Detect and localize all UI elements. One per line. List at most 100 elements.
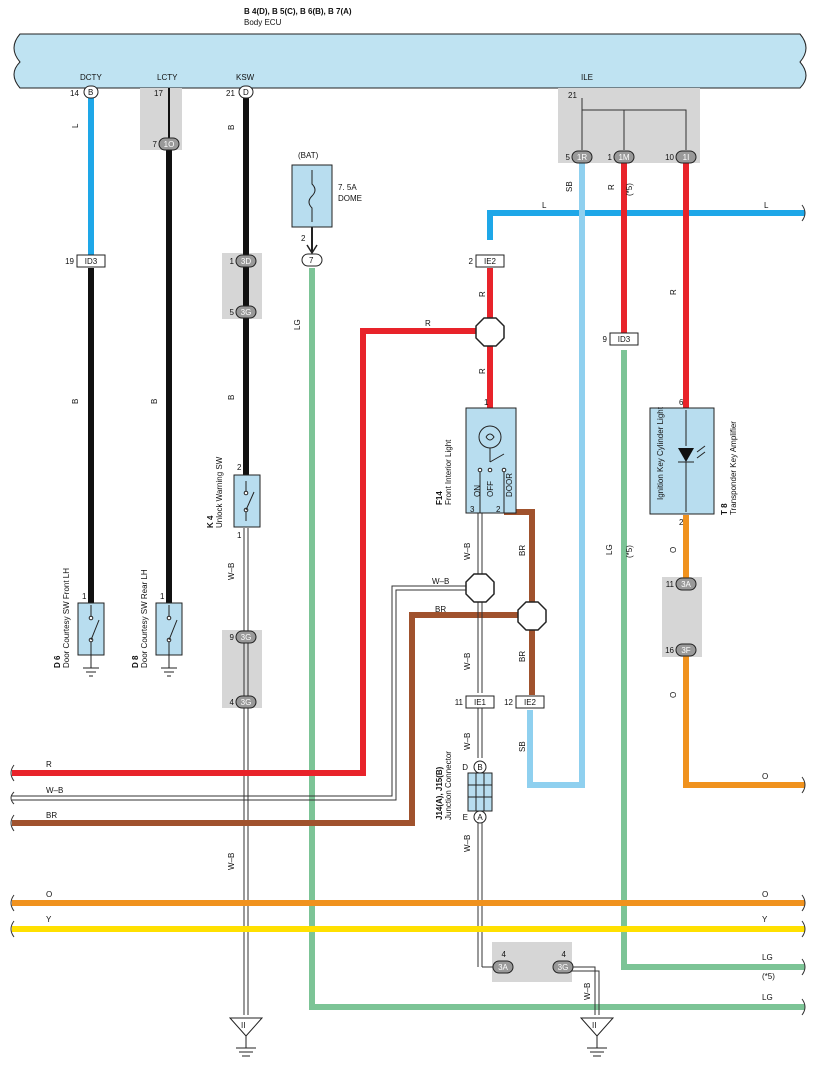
connector-label: 1O	[164, 140, 175, 149]
wire-color-label: R	[46, 760, 52, 769]
t8-id: T 8	[720, 503, 729, 515]
wire-color-label: W–B	[227, 853, 236, 870]
wire-color-label: (*5)	[625, 545, 634, 558]
wire-color-label: O	[46, 890, 52, 899]
f14-pin2: 2	[496, 505, 501, 514]
connector-pin-number: 4	[502, 950, 507, 959]
connector-pin-number: 1	[608, 153, 613, 162]
wire-br-left	[12, 612, 518, 826]
connector-label: 3A	[498, 963, 508, 972]
k4-pin2: 2	[237, 463, 242, 472]
d6-id: D 6	[53, 655, 62, 668]
junction-connector	[467, 772, 493, 812]
wire-sb-lightblue	[527, 162, 585, 788]
wire-color-label: LG	[605, 544, 614, 555]
connector-pin-number: 5	[230, 308, 235, 317]
connector-label: 3F	[681, 646, 690, 655]
junction-wb	[465, 573, 495, 603]
connector-pin-number: 2	[469, 257, 474, 266]
wire-color-label: BR	[518, 651, 527, 662]
connector-pin-number: 4	[230, 698, 235, 707]
ecu-name: Body ECU	[244, 18, 282, 27]
connector-1o: 1O7	[153, 137, 180, 151]
f14-on-label: ON	[473, 485, 482, 497]
connector-label: A	[477, 813, 483, 822]
connector-pin-number: 10	[665, 153, 674, 162]
connector-pin-number: 9	[603, 335, 608, 344]
connector-pin-number: D	[462, 763, 468, 772]
wire-color-label: (*5)	[762, 972, 775, 981]
f14-door-label: DOOR	[505, 473, 514, 497]
fuse-source: (BAT)	[298, 151, 319, 160]
pin-name-ksw: KSW	[236, 73, 255, 82]
connector-3gb: 3G4	[230, 695, 257, 709]
connector-label: 3G	[558, 963, 569, 972]
connector-pin-number: 4	[562, 950, 567, 959]
wire-color-label: LG	[293, 319, 302, 330]
connector-label: 1R	[577, 153, 587, 162]
wire-color-label: Y	[46, 915, 52, 924]
connector-label: ID3	[618, 335, 631, 344]
ecu-bar	[13, 33, 807, 89]
connector-3gc: 3G4	[552, 950, 574, 974]
wire-color-label: W–B	[463, 653, 472, 670]
wire-color-label: L	[542, 201, 547, 210]
ecu-pin-lcty: 17	[154, 89, 163, 98]
f14-off-label: OFF	[486, 481, 495, 497]
wire-color-label: W–B	[463, 835, 472, 852]
d6-pin: 1	[82, 592, 87, 601]
k4-name: Unlock Warning SW	[215, 456, 224, 528]
k4-pin1: 1	[237, 531, 242, 540]
wire-l-blue-top	[487, 210, 805, 240]
t8-name: Transponder Key Amplifier	[729, 421, 738, 515]
wire-color-label: O	[762, 772, 768, 781]
ground-right-label: II	[592, 1021, 596, 1030]
connector-label: B	[477, 763, 482, 772]
wire-lg-id3	[621, 350, 805, 970]
j14-name: Junction Connector	[444, 751, 453, 820]
door-courtesy-switch-front	[77, 602, 105, 677]
svg-text:D: D	[243, 88, 249, 97]
wire-color-label: B	[227, 395, 236, 400]
connector-ja: AE	[463, 810, 487, 824]
f14-id: F14	[435, 491, 444, 505]
wire-ends-right	[801, 204, 806, 1016]
ground-right	[579, 1017, 615, 1057]
connector-label: IE2	[524, 698, 537, 707]
f14-name: Front Interior Light	[444, 439, 453, 505]
wire-color-label: R	[478, 368, 487, 374]
wire-lg-green	[309, 268, 805, 1010]
junction-r	[475, 317, 505, 347]
connector-3ga: 3G9	[230, 630, 257, 644]
wire-ends-left	[10, 764, 15, 938]
connector-label: 1M	[618, 153, 629, 162]
connector-label: ID3	[85, 257, 98, 266]
connector-pin-number: 16	[665, 646, 674, 655]
connector-pin-number: 12	[504, 698, 513, 707]
svg-text:14: 14	[70, 89, 79, 98]
wire-color-label: R	[607, 184, 616, 190]
f14-pin1: 1	[484, 398, 489, 407]
d6-name: Door Courtesy SW Front LH	[62, 568, 71, 668]
svg-text:21: 21	[226, 89, 235, 98]
t8-pin2: 2	[679, 518, 684, 527]
wire-color-label: R	[478, 291, 487, 297]
wire-color-label: O	[762, 890, 768, 899]
wire-color-label: L	[764, 201, 769, 210]
connector-pin-number: 19	[65, 257, 74, 266]
wire-color-label: LG	[762, 953, 773, 962]
wire-wb-interior	[12, 513, 600, 1015]
connector-1m: 1M 1	[608, 150, 635, 164]
wire-color-label: O	[669, 692, 678, 698]
wire-color-label: B	[71, 399, 80, 404]
connector-1r: 1R5	[566, 150, 593, 164]
wire-color-label: B	[150, 399, 159, 404]
connector-label: 3A	[681, 580, 691, 589]
pin-name-lcty: LCTY	[157, 73, 178, 82]
